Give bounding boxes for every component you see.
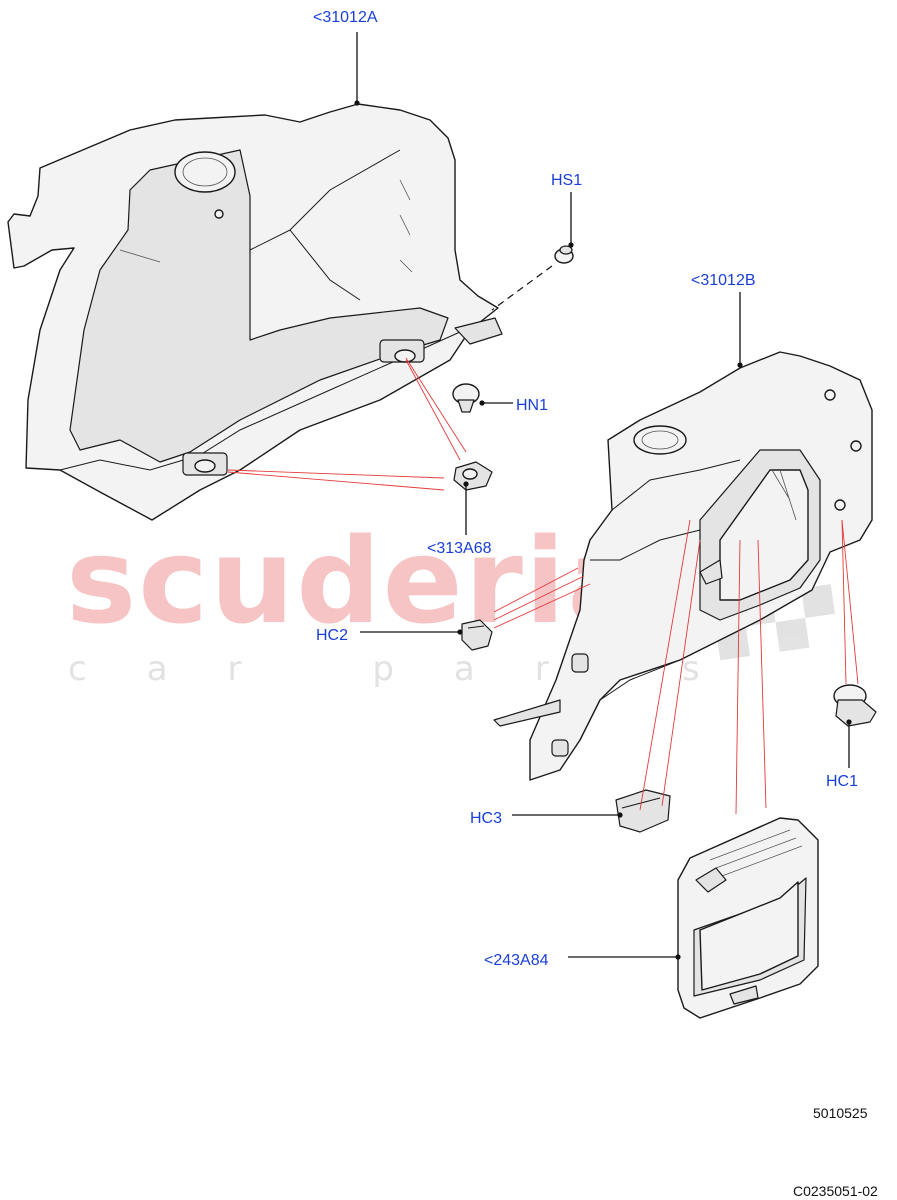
label-hs1[interactable]: HS1 <box>551 172 582 189</box>
clip-hs1 <box>554 245 574 264</box>
clip-hc3 <box>615 789 671 833</box>
label-hc3[interactable]: HC3 <box>470 810 502 827</box>
leader-lines <box>354 32 852 960</box>
label-313a68[interactable]: <313A68 <box>427 540 492 557</box>
catalog-code: C0235051-02 <box>793 1183 878 1199</box>
label-hc2[interactable]: HC2 <box>316 627 348 644</box>
label-31012b[interactable]: <31012B <box>691 272 756 289</box>
watermark-brand: scuderia <box>66 512 649 650</box>
clip-hc2 <box>461 619 493 651</box>
assembly-dashed-line <box>491 265 553 311</box>
part-labels: <31012A HS1 <31012B HN1 <313A68 HC2 HC1 … <box>313 9 858 969</box>
label-hn1[interactable]: HN1 <box>516 397 548 414</box>
label-hc1[interactable]: HC1 <box>826 773 858 790</box>
reference-lines <box>227 357 859 815</box>
access-cover-panel <box>677 817 819 1019</box>
clip-hc1 <box>833 684 877 727</box>
figure-number: 5010525 <box>813 1105 868 1121</box>
label-243a84[interactable]: <243A84 <box>484 952 549 969</box>
label-31012a[interactable]: <31012A <box>313 9 378 26</box>
right-quarter-trim-panel <box>493 351 873 781</box>
clip-313a68 <box>453 461 493 491</box>
left-quarter-trim-panel <box>7 103 503 521</box>
clip-hn1 <box>452 383 480 413</box>
